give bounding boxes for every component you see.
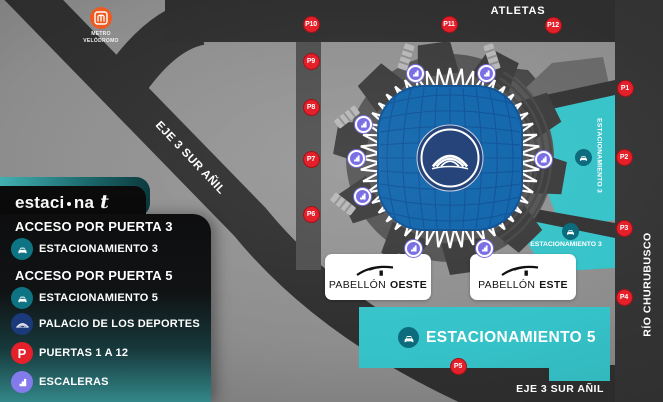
brand-text-mid: na	[73, 192, 95, 212]
est5-text: ESTACIONAMIENTO 5	[426, 328, 596, 346]
area-label-est3-vertical: ESTACIONAMIENTO 3	[595, 118, 603, 193]
escalator-marker	[347, 149, 365, 167]
parking-icon	[11, 287, 33, 309]
gate-marker-p10: P10	[302, 15, 320, 33]
street-label-eje3-bottom: EJE 3 SUR AÑIL	[516, 383, 604, 395]
stairs-icon	[11, 371, 33, 393]
gate-marker-p11: P11	[440, 15, 458, 33]
gate-marker-p8: P8	[302, 98, 320, 116]
road-to-p3	[519, 206, 615, 238]
parking-legend-panel: ACCESO POR PUERTA 3 ESTACIONAMIENTO 3 AC…	[0, 214, 211, 402]
stadium-logo-ring	[420, 128, 480, 188]
road-atletas	[165, 0, 663, 42]
street-label-rio-churubusco: RÍO CHURUBUSCO	[641, 232, 654, 337]
parking-icon	[11, 238, 33, 260]
legend-label: ESTACIONAMIENTO 3	[39, 243, 159, 255]
legend-label: PALACIO DE LOS DEPORTES	[39, 318, 200, 330]
escalator-marker	[354, 115, 372, 133]
legend-item-palacio: PALACIO DE LOS DEPORTES	[11, 313, 200, 335]
gate-marker-p5: P5	[449, 357, 467, 375]
street-label-atletas: ATLETAS	[490, 5, 546, 17]
escalator-marker	[353, 187, 371, 205]
legend-item-estacionamiento5: ESTACIONAMIENTO 5	[11, 287, 158, 309]
metro-label-line2: VELÓDROMO	[83, 37, 119, 44]
legend-heading-puerta3: ACCESO POR PUERTA 3	[15, 219, 173, 234]
legend-label: ESCALERAS	[39, 376, 109, 388]
p-letter: P	[17, 345, 27, 361]
gate-marker-p6: P6	[302, 205, 320, 223]
legend-item-estacionamiento3: ESTACIONAMIENTO 3	[11, 238, 158, 260]
escalator-marker	[475, 239, 493, 257]
road-eje3-diagonal	[4, 0, 663, 402]
area-label-est5: ESTACIONAMIENTO 5	[398, 327, 596, 348]
pavilion-east-thin: PABELLÓN	[478, 279, 536, 291]
pavilion-west-bold: OESTE	[389, 279, 428, 291]
ne-structure-light	[516, 57, 609, 107]
pavilion-east-bold: ESTE	[539, 279, 568, 291]
escalator-marker	[406, 64, 424, 82]
metro-velodromo-icon	[90, 7, 112, 29]
gate-marker-p7: P7	[302, 150, 320, 168]
pavilion-roof-icon	[496, 263, 550, 278]
road-rio-churubusco	[615, 0, 663, 402]
road-to-p1	[536, 80, 615, 110]
brand-dot	[66, 201, 72, 207]
gate-marker-p4: P4	[615, 288, 633, 306]
car-icon	[398, 327, 419, 348]
brand-text-pre: estaci	[15, 192, 65, 212]
car-marker-est3-upper	[574, 148, 592, 166]
gate-p-icon: P	[11, 342, 33, 364]
escalator-marker	[534, 150, 552, 168]
palacio-dome-icon	[11, 313, 33, 335]
pavilion-roof-icon	[351, 263, 405, 278]
metro-m-icon	[94, 11, 108, 25]
escalator-marker	[404, 239, 422, 257]
pavilion-west-thin: PABELLÓN	[328, 279, 386, 291]
legend-item-puertas: P PUERTAS 1 A 12	[11, 342, 128, 364]
brand-text-t: t	[100, 190, 109, 213]
gate-marker-p1: P1	[616, 79, 634, 97]
area-label-est3-lower: ESTACIONAMIENTO 3	[530, 241, 602, 248]
legend-label: PUERTAS 1 A 12	[39, 347, 129, 359]
legend-item-escaleras: ESCALERAS	[11, 371, 109, 393]
legend-heading-puerta5: ACCESO POR PUERTA 5	[15, 268, 173, 283]
legend-label: ESTACIONAMIENTO 5	[39, 292, 159, 304]
gate-marker-p12: P12	[544, 16, 562, 34]
gate-marker-p3: P3	[615, 219, 633, 237]
car-marker-est3-lower	[561, 222, 579, 240]
metro-station-label: METRO VELÓDROMO	[63, 31, 139, 44]
parking5-area	[359, 307, 610, 381]
gate-marker-p9: P9	[302, 52, 320, 70]
gate-marker-p2: P2	[615, 148, 633, 166]
escalator-marker	[477, 64, 495, 82]
metro-label-line1: METRO	[91, 31, 111, 37]
